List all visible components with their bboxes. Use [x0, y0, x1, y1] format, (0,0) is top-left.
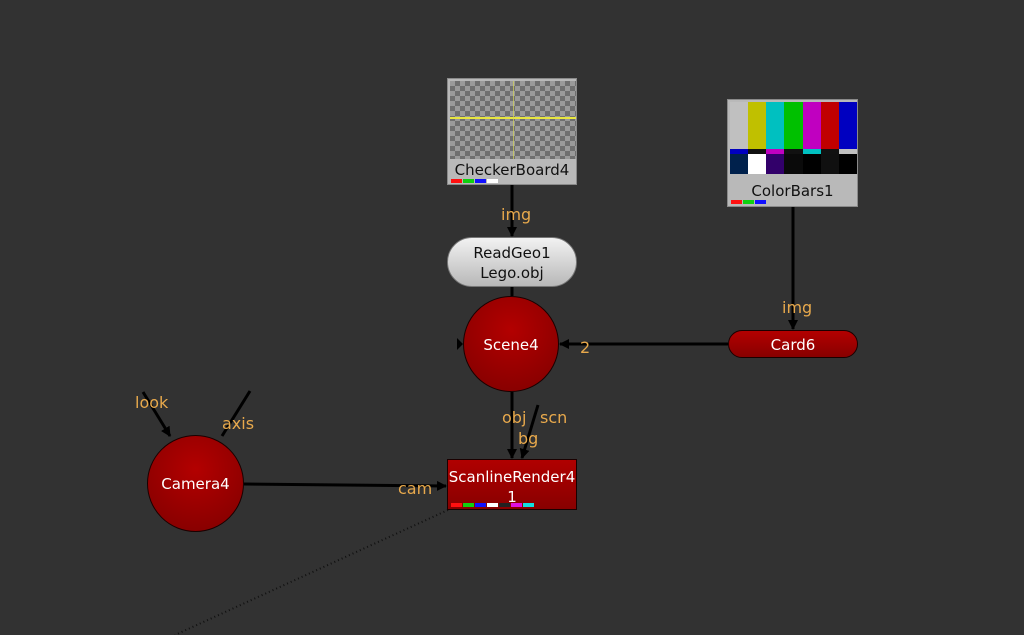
input-label-scn: scn: [540, 408, 568, 427]
input-label-img-card: img: [782, 298, 813, 317]
scene-input-arrow: [457, 338, 463, 350]
readgeo-file-label: Lego.obj: [480, 264, 544, 282]
checkerboard-thumbnail: [450, 81, 576, 159]
scanline-render-node[interactable]: ScanlineRender4 1: [447, 459, 577, 510]
input-label-obj: obj: [502, 408, 527, 427]
camera-node[interactable]: Camera4: [147, 435, 244, 532]
colorbars-thumbnail: [730, 102, 857, 174]
input-label-cam: cam: [398, 479, 433, 498]
colorbars-label: ColorBars1: [751, 182, 834, 200]
checker-vertical-line: [513, 81, 514, 159]
scene-node[interactable]: Scene4: [463, 296, 559, 392]
readgeo-node[interactable]: ReadGeo1 Lego.obj: [447, 237, 577, 287]
input-label-bg: bg: [518, 429, 539, 448]
checkerboard-node[interactable]: CheckerBoard4: [447, 78, 577, 185]
edge-scanline-output[interactable]: [174, 509, 449, 635]
card-node[interactable]: Card6: [728, 330, 858, 358]
channel-strip: [451, 179, 499, 183]
edge-camera-axis[interactable]: [220, 390, 252, 437]
channel-strip: [731, 200, 767, 204]
input-label-look: look: [135, 393, 169, 412]
colorbars-node[interactable]: ColorBars1: [727, 99, 858, 207]
scene-label: Scene4: [483, 336, 539, 354]
scanline-label: ScanlineRender4: [448, 468, 576, 486]
edge-camera-scanline[interactable]: [243, 480, 447, 491]
camera-label: Camera4: [161, 475, 230, 493]
input-label-img: img: [501, 205, 532, 224]
edge-camera-look[interactable]: [141, 391, 172, 437]
scanline-sublabel: 1: [507, 488, 517, 506]
card-label: Card6: [770, 336, 816, 354]
checkerboard-label: CheckerBoard4: [454, 161, 570, 179]
readgeo-label: ReadGeo1: [473, 244, 551, 262]
channel-strip: [451, 503, 535, 507]
input-label-2: 2: [580, 338, 591, 357]
edge-scanline-scn[interactable]: [519, 404, 540, 459]
input-label-axis: axis: [222, 414, 255, 433]
